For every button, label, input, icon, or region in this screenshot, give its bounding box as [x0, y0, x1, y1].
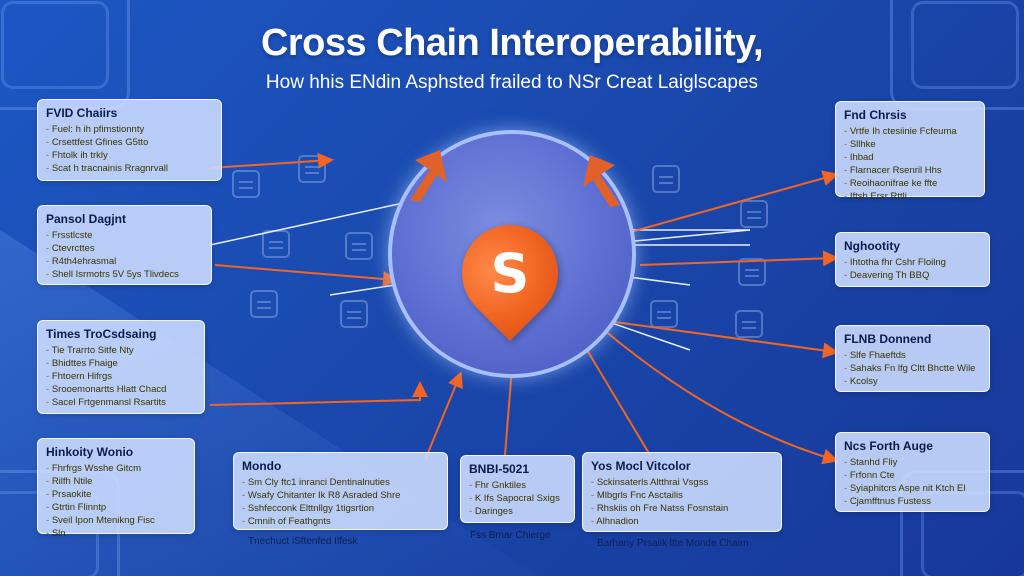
list-item: Sahaks Fn lfg Cltt Bhctte Wile — [844, 362, 981, 375]
faint-chart-icon — [345, 232, 373, 260]
list-item: Tie Trarrto Sitfe Nty — [46, 344, 196, 357]
list-item: Sveil Ipon Mtenikng Fisc — [46, 514, 186, 527]
link-hub-right-rail — [620, 229, 750, 246]
list-item: Cjamfftnus Fustess — [844, 495, 981, 508]
faint-box-icon — [738, 258, 766, 286]
list-item: Scat h tracnainis Rragnrvall — [46, 162, 213, 175]
box-title: Mondo — [242, 459, 282, 473]
page-title: Cross Chain Interoperability, — [260, 22, 764, 64]
box-right1: Fnd Chrsis Vrtfe Ih ctesiinie Fcfeuma Sl… — [835, 101, 985, 202]
list-item: Sckinsaterls Altthrai Vsgss — [591, 476, 773, 489]
list-item: Sm Cly ftc1 inranci Dentinalnuties — [242, 476, 439, 489]
list-item: Alhnadion — [591, 515, 773, 528]
box-title: Times TroCsdsaing — [46, 327, 157, 341]
list-item: Crsettfest Gfines G5tto — [46, 136, 213, 149]
list-item: Gtrtin Flinntp — [46, 501, 186, 514]
box-right3: FLNB Donnend Slfe Fhaeftds Sahaks Fn lfg… — [835, 325, 990, 392]
list-item: Bhidttes Fhaige — [46, 357, 196, 370]
list-item: Rilfh Ntile — [46, 475, 186, 488]
list-item: Daringes — [469, 505, 566, 518]
list-item: Sshfecconk Elttnllgy 1tigsrtion — [242, 502, 439, 515]
list-item: Rhskiis oh Fre Natss Fosnstain — [591, 502, 773, 515]
box-title: FLNB Donnend — [844, 332, 932, 346]
list-item: Sllhke — [844, 138, 976, 151]
faint-cube-icon — [740, 200, 768, 228]
arrow-right2 — [639, 250, 839, 267]
arrow-left3 — [209, 381, 428, 406]
arrow-left1 — [209, 152, 334, 169]
caption-bottom2: Fss Bmar Chierge — [470, 530, 551, 541]
list-item: K Ifs Sapocral Sxigs — [469, 492, 566, 505]
list-item: Fhtolk ih trkly — [46, 149, 213, 162]
faint-document-icon — [232, 170, 260, 198]
list-item: Slfe Fhaeftds — [844, 349, 981, 362]
list-item: Syiaphitcrs Aspe nit Ktch El — [844, 482, 981, 495]
list-item: Flarnacer Rsenril Hhs — [844, 164, 976, 177]
box-title: FVID Chaiirs — [46, 106, 118, 120]
list-item: Ihtotha fhr Cshr Floilng — [844, 256, 981, 269]
list-item: Reoihaonifrae ke ffte — [844, 177, 976, 190]
faint-device-icon — [340, 300, 368, 328]
list-item: Fhr Gnktiles — [469, 479, 566, 492]
list-item: Cmnih of Feathgnts — [242, 515, 439, 528]
box-title: Hinkoity Wonio — [46, 445, 134, 459]
hub-logo-glyph: S — [490, 242, 530, 305]
page-subtitle: How hhis ENdin Asphsted frailed to NSr C… — [265, 72, 759, 93]
curved-arrow-left-icon — [410, 150, 447, 202]
box-title: Yos Mocl Vitcolor — [591, 459, 691, 473]
list-item: Fuel: h ih pfimstionnty — [46, 123, 213, 136]
box-left2: Pansol Dagjnt Frsstlcste Ctevrcttes R4th… — [37, 205, 212, 285]
faint-pyramid-icon — [735, 310, 763, 338]
box-left1: FVID Chaiirs Fuel: h ih pfimstionnty Crs… — [37, 99, 222, 181]
box-title: Ncs Forth Auge — [844, 439, 933, 453]
box-title: Pansol Dagjnt — [46, 212, 127, 226]
list-item: Vrtfe Ih ctesiinie Fcfeuma — [844, 125, 976, 138]
box-left4: Hinkoity Wonio Fhrfrgs Wsshe Gitcm Rilfh… — [37, 438, 195, 539]
list-item: Deavering Th BBQ — [844, 269, 981, 282]
list-item: Shell Isrmotrs 5V 5ys Tlivdecs — [46, 268, 203, 281]
list-item: Srooemonartts Hlatt Chacd — [46, 383, 196, 396]
box-title: Nghootity — [844, 239, 900, 253]
arrow-right1 — [619, 170, 839, 236]
list-item: Wsafy Chitanter Ik R8 Asraded Shre — [242, 489, 439, 502]
list-item: Frfonn Cte — [844, 469, 981, 482]
box-title: BNBI-5021 — [469, 462, 530, 476]
box-bottom1: Mondo Sm Cly ftc1 inranci Dentinalnuties… — [233, 452, 448, 530]
list-item: Ihbad — [844, 151, 976, 164]
box-left3: Times TroCsdsaing Tie Trarrto Sitfe Nty … — [37, 320, 205, 414]
box-bottom3: Yos Mocl Vitcolor Sckinsaterls Altthrai … — [582, 452, 782, 532]
box-title: Fnd Chrsis — [844, 108, 907, 122]
caption-bottom1: Tnechuct iSftenfed Ilfesk — [248, 536, 358, 547]
faint-node-icon — [652, 165, 680, 193]
list-item: Mlbgrls Fnc Asctailis — [591, 489, 773, 502]
list-item: Kcolsy — [844, 375, 981, 388]
curved-arrow-right-icon — [583, 155, 620, 207]
list-item: Iftsh Ersr Rttli — [844, 190, 976, 203]
faint-server-icon — [250, 290, 278, 318]
list-item: Ctevrcttes — [46, 242, 203, 255]
box-right4: Ncs Forth Auge Stanhd Fliy Frfonn Cte Sy… — [835, 432, 990, 512]
caption-bottom3: Barhany Prsaiik ltte Monde Chairn — [597, 538, 749, 549]
list-item: Stanhd Fliy — [844, 456, 981, 469]
arrow-right3 — [599, 319, 839, 359]
arrow-bottom1 — [424, 371, 463, 461]
list-item: R4th4ehrasmal — [46, 255, 203, 268]
list-item: Sln — [46, 527, 186, 540]
arrow-left2 — [214, 264, 399, 287]
faint-wallet-icon — [650, 300, 678, 328]
list-item: Frsstlcste — [46, 229, 203, 242]
box-right2: Nghootity Ihtotha fhr Cshr Floilng Deave… — [835, 232, 990, 287]
faint-stack-icon — [298, 155, 326, 183]
list-item: Fhtoern Hifrgs — [46, 370, 196, 383]
box-bottom2: BNBI-5021 Fhr Gnktiles K Ifs Sapocral Sx… — [460, 455, 575, 523]
list-item: Fhrfrgs Wsshe Gitcm — [46, 462, 186, 475]
list-item: Sacel Frtgenmansl Rsartits — [46, 396, 196, 409]
list-item: Prsaokite — [46, 488, 186, 501]
